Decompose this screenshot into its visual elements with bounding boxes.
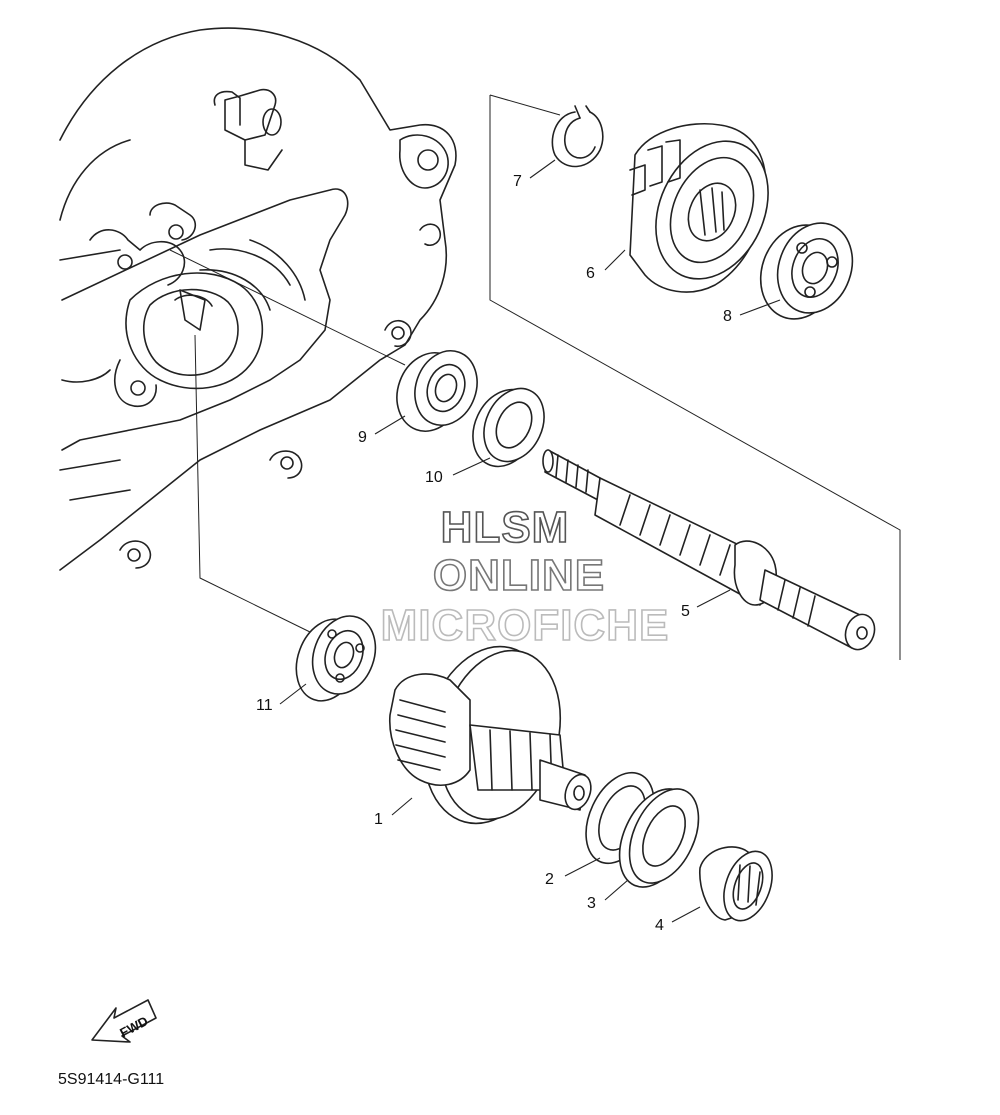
callout-11: 11 [256, 697, 273, 714]
gear-part-6 [629, 122, 769, 293]
circlip-part-7 [551, 105, 604, 168]
callout-8: 8 [723, 308, 732, 325]
callout-10: 10 [425, 469, 443, 486]
assembly-group-outline [169, 94, 901, 660]
watermark: HLSM ONLINE MICROFICHE [380, 502, 670, 651]
callout-3: 3 [587, 895, 596, 912]
crankcase-housing [59, 27, 457, 571]
callout-5: 5 [681, 603, 690, 620]
callout-7: 7 [513, 173, 522, 190]
callout-6: 6 [586, 265, 595, 282]
forward-arrow-icon [91, 999, 157, 1043]
watermark-line-microfiche: MICROFICHE [381, 601, 670, 650]
callout-1: 1 [374, 811, 383, 828]
oil-seal-part-10 [472, 387, 545, 468]
bearing-part-11 [295, 615, 377, 702]
drive-gear-part-1 [389, 645, 592, 825]
shaft-part-5 [542, 449, 876, 651]
callout-4: 4 [655, 917, 664, 934]
callout-2: 2 [545, 871, 554, 888]
diagram-code: 5S91414-G111 [58, 1071, 164, 1088]
washer-part-3 [618, 788, 700, 888]
watermark-line-hlsm: HLSM [441, 503, 570, 552]
leader-lines [279, 159, 781, 923]
bearing-part-9 [396, 350, 478, 432]
callout-labels: 1 2 3 4 5 6 7 8 9 10 11 [256, 173, 732, 934]
callout-9: 9 [358, 429, 367, 446]
forward-arrow: FWD [91, 999, 157, 1043]
watermark-line-online: ONLINE [433, 551, 605, 600]
needle-bearing-part-4 [699, 846, 773, 922]
bearing-part-8 [759, 222, 854, 320]
